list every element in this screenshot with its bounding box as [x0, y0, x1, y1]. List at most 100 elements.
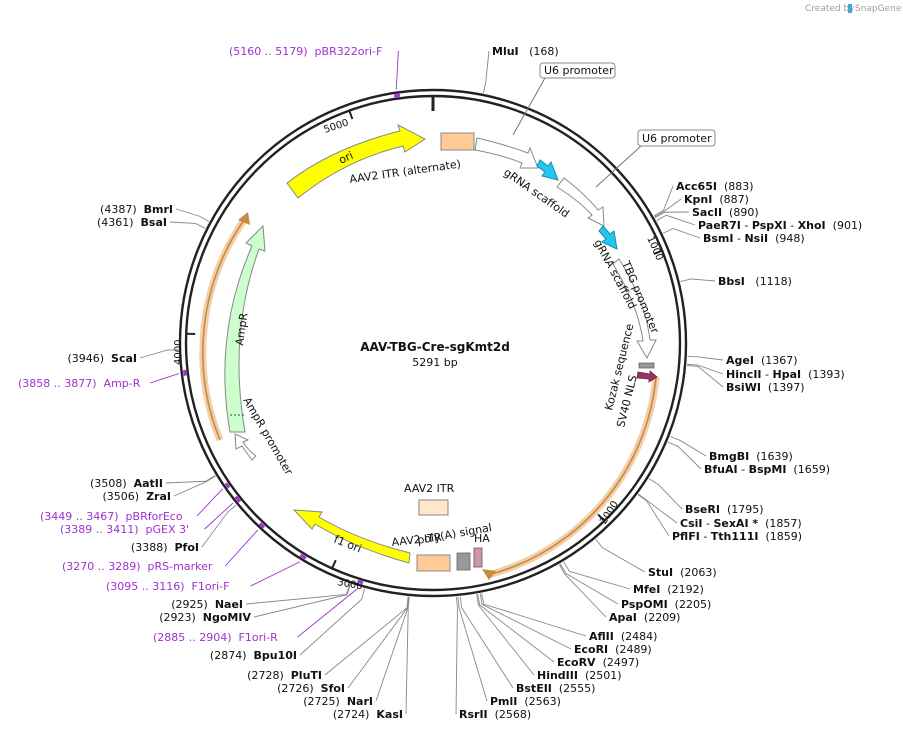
site-label-part: (1795) [720, 503, 764, 516]
site-label-part: EcoRV [557, 656, 596, 669]
site-label-part: (2484) [614, 630, 658, 643]
site-label-part: KasI [376, 708, 403, 721]
site-label-mfei: MfeI (2192) [633, 583, 704, 596]
site-label-part: (1857) [758, 517, 802, 530]
site-label-nari: (2725) NarI [303, 695, 373, 708]
label-aav2-itr-alternate: AAV2 ITR (alternate) [349, 157, 462, 186]
site-line-hincii [687, 363, 724, 375]
plasmid-name: AAV-TBG-Cre-sgKmt2d [360, 340, 510, 354]
site-label-part: CsiI [680, 517, 702, 530]
primer-label-pbr322ori-f: (5160 .. 5179) pBR322ori-F [229, 45, 382, 58]
u6-callout-1-line [512, 77, 546, 136]
site-label-part: (901) [826, 219, 863, 232]
site-label-part: - [741, 219, 752, 232]
site-label-bsteii: BstEII (2555) [516, 682, 595, 695]
primer-leader-pgex3 [204, 502, 234, 530]
site-line-kpni [654, 198, 682, 218]
site-label-hincii: HincII - HpaI (1393) [726, 368, 845, 381]
label-ha: HA [474, 532, 490, 545]
site-label-part: (948) [768, 232, 805, 245]
cre-feature-line [487, 376, 657, 576]
site-line-ngomiv [253, 584, 351, 618]
primer-label-f1ori-f: (3095 .. 3116) F1ori-F [106, 580, 229, 593]
site-label-part: (2563) [517, 695, 561, 708]
site-label-part: (3506) [103, 490, 147, 503]
site-label-part: SfoI [321, 682, 345, 695]
site-label-part: - [702, 517, 713, 530]
site-label-part: AatII [134, 477, 163, 490]
site-line-mlui [483, 50, 490, 94]
site-label-bsmi: BsmI - NsiI (948) [703, 232, 805, 245]
site-label-part: NarI [347, 695, 373, 708]
site-line-bmgbi [670, 436, 707, 457]
ampr-outline-line [202, 219, 245, 441]
site-line-pmli [457, 596, 488, 702]
site-line-ecori [479, 593, 572, 650]
u6-callout-2-text: U6 promoter [642, 132, 712, 145]
site-label-kasi: (2724) KasI [333, 708, 403, 721]
site-label-part: HincII [726, 368, 762, 381]
site-line-bsmi [662, 228, 701, 239]
site-label-saci: SacII (890) [692, 206, 759, 219]
site-label-part: - [787, 219, 798, 232]
site-line-bsai [169, 221, 206, 229]
aav2-itr-alternate-box [440, 132, 475, 151]
site-line-mfei [563, 561, 631, 590]
site-label-part: PluTI [291, 669, 322, 682]
site-label-part: (2923) [159, 611, 203, 624]
primer-leader-f1ori-r [297, 587, 359, 638]
site-label-part: BsaI [141, 216, 167, 229]
cre-arrowhead [482, 569, 496, 580]
label-aav2-itr-inner: AAV2 ITR [404, 482, 455, 495]
site-line-agei [687, 355, 724, 361]
site-label-part: - [738, 463, 749, 476]
site-label-paer7i: PaeR7I - PspXI - XhoI (901) [698, 219, 862, 232]
site-label-part: (2728) [247, 669, 291, 682]
site-line-bsteii [459, 596, 514, 689]
site-label-part: SexAI * [713, 517, 758, 530]
kozak-box [638, 362, 655, 369]
site-line-paer7i [656, 214, 696, 226]
site-label-part: (2063) [673, 566, 717, 579]
site-label-part: (2725) [303, 695, 347, 708]
site-label-part: - [762, 368, 773, 381]
site-label-apai: ApaI (2209) [609, 611, 680, 624]
ampr-outline-arrowhead [238, 212, 250, 225]
primer-label-pgex3: (3389 .. 3411) pGEX 3' [60, 523, 189, 536]
tick-label-4000: 4000 [173, 340, 184, 365]
site-label-part: MluI [492, 45, 519, 58]
ampr-promoter-arrow [234, 433, 257, 461]
site-line-ecorv [477, 593, 555, 663]
site-line-naei [245, 583, 351, 605]
site-label-part: PspOMI [621, 598, 668, 611]
site-label-part: (4387) [100, 203, 144, 216]
aav2-itr-inner-box [418, 499, 449, 516]
sv40-nls-arrow [636, 370, 658, 383]
site-line-pspomi [560, 563, 619, 605]
site-label-part: PfoI [175, 541, 200, 554]
site-label-naei: (2925) NaeI [171, 598, 243, 611]
site-label-kpni: KpnI (887) [684, 193, 749, 206]
site-line-pluti [324, 596, 409, 676]
primer-label-prs-marker: (3270 .. 3289) pRS-marker [62, 560, 213, 573]
label-ori: ori [337, 149, 355, 167]
site-label-part: (1859) [758, 530, 802, 543]
u6-callout-1-text: U6 promoter [544, 64, 614, 77]
site-label-part: BmrI [144, 203, 173, 216]
snapgene-credit: Created by SnapGene [805, 4, 902, 14]
site-label-part: NsiI [744, 232, 768, 245]
tick-mark-3000 [331, 559, 337, 569]
site-label-part: (2874) [210, 649, 254, 662]
site-label-bmri: (4387) BmrI [100, 203, 173, 216]
site-label-part: RsrII [459, 708, 488, 721]
primer-label-f1ori-r: (2885 .. 2904) F1ori-R [153, 631, 278, 644]
credit-brand: SnapGene [855, 4, 902, 14]
u6-callouts: U6 promoter U6 promoter [512, 62, 716, 188]
primer-mark-pgex3 [234, 495, 242, 503]
site-line-stui [595, 539, 646, 573]
site-label-part: ZraI [146, 490, 171, 503]
site-label-pflfi: PflFI - Tth111I (1859) [672, 530, 802, 543]
site-label-part: BspMI [749, 463, 787, 476]
label-aav2-itr-bottom: AAV2 ITR [391, 531, 443, 549]
